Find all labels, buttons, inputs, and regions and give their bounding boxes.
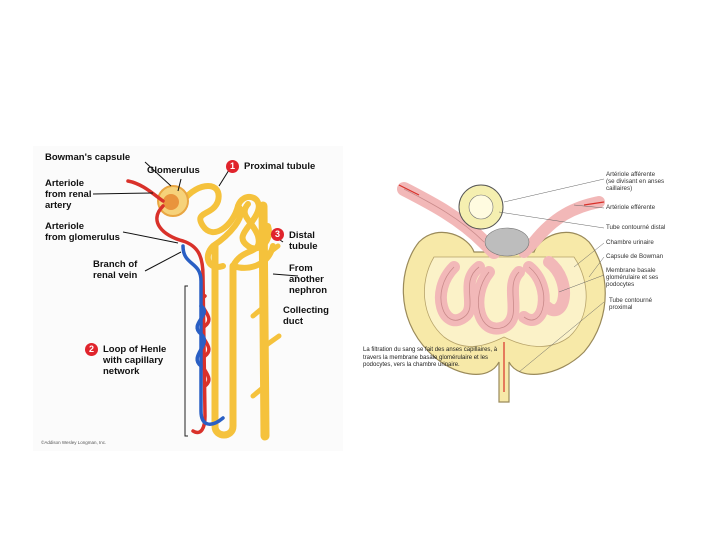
label-henle-2: with capillary <box>103 356 163 366</box>
loop-bracket <box>185 286 188 436</box>
label-arteriole-renal-1: Arteriole <box>45 179 84 189</box>
label-membrane-3: podocytes <box>606 281 634 288</box>
label-collecting-2: duct <box>283 317 303 327</box>
label-henle-1: Loop of Henle <box>103 345 166 355</box>
marker-2: 2 <box>85 343 98 356</box>
label-proximal-2: proximal <box>609 304 632 311</box>
glomerulus-diagram: Artériole afférente (se divisant en anse… <box>359 157 681 407</box>
nephron-diagram: Bowman's capsule Glomerulus 1 Proximal t… <box>33 146 343 451</box>
marker-1: 1 <box>226 160 239 173</box>
marker-3: 3 <box>271 228 284 241</box>
label-distal-2: tubule <box>289 242 318 252</box>
label-another-3: nephron <box>289 286 327 296</box>
label-branch-2: renal vein <box>93 271 137 281</box>
glomerulus-shape <box>163 194 179 210</box>
mesangium <box>485 228 529 256</box>
label-tube-distal: Tube contourné distal <box>606 224 665 231</box>
collecting-duct-shape <box>263 206 265 436</box>
label-efferente: Artériole efférente <box>606 204 655 211</box>
label-another-2: another <box>289 275 324 285</box>
label-arteriole-glomerulus-2: from glomerulus <box>45 233 120 243</box>
label-capsule-bowman: Capsule de Bowman <box>606 253 663 260</box>
artery-shape <box>128 181 209 433</box>
label-afferente-2: (se divisant en anses <box>606 178 664 185</box>
label-arteriole-renal-2: from renal <box>45 190 91 200</box>
label-collecting-1: Collecting <box>283 306 329 316</box>
label-chambre-urinaire: Chambre urinaire <box>606 239 654 246</box>
label-glomerulus: Glomerulus <box>147 166 200 176</box>
label-proximal-1: Tube contourné <box>609 297 652 304</box>
filtration-note: La filtration du sang se fait des anses … <box>363 347 503 370</box>
label-bowmans-capsule: Bowman's capsule <box>45 153 130 163</box>
label-membrane-1: Membrane basale <box>606 267 656 274</box>
label-branch-1: Branch of <box>93 260 137 270</box>
label-henle-3: network <box>103 367 139 377</box>
label-distal-1: Distal <box>289 231 315 241</box>
label-arteriole-glomerulus-1: Arteriole <box>45 222 84 232</box>
label-another-1: From <box>289 264 313 274</box>
label-membrane-2: glomérulaire et ses <box>606 274 658 281</box>
label-afferente-1: Artériole afférente <box>606 171 655 178</box>
label-arteriole-renal-3: artery <box>45 201 71 211</box>
loop-of-henle-shape <box>215 246 233 435</box>
label-proximal-tubule: Proximal tubule <box>244 162 315 172</box>
copyright-credit: ©Addison Wesley Longman, Inc. <box>41 440 106 445</box>
label-afferente-3: caillaires) <box>606 185 632 192</box>
